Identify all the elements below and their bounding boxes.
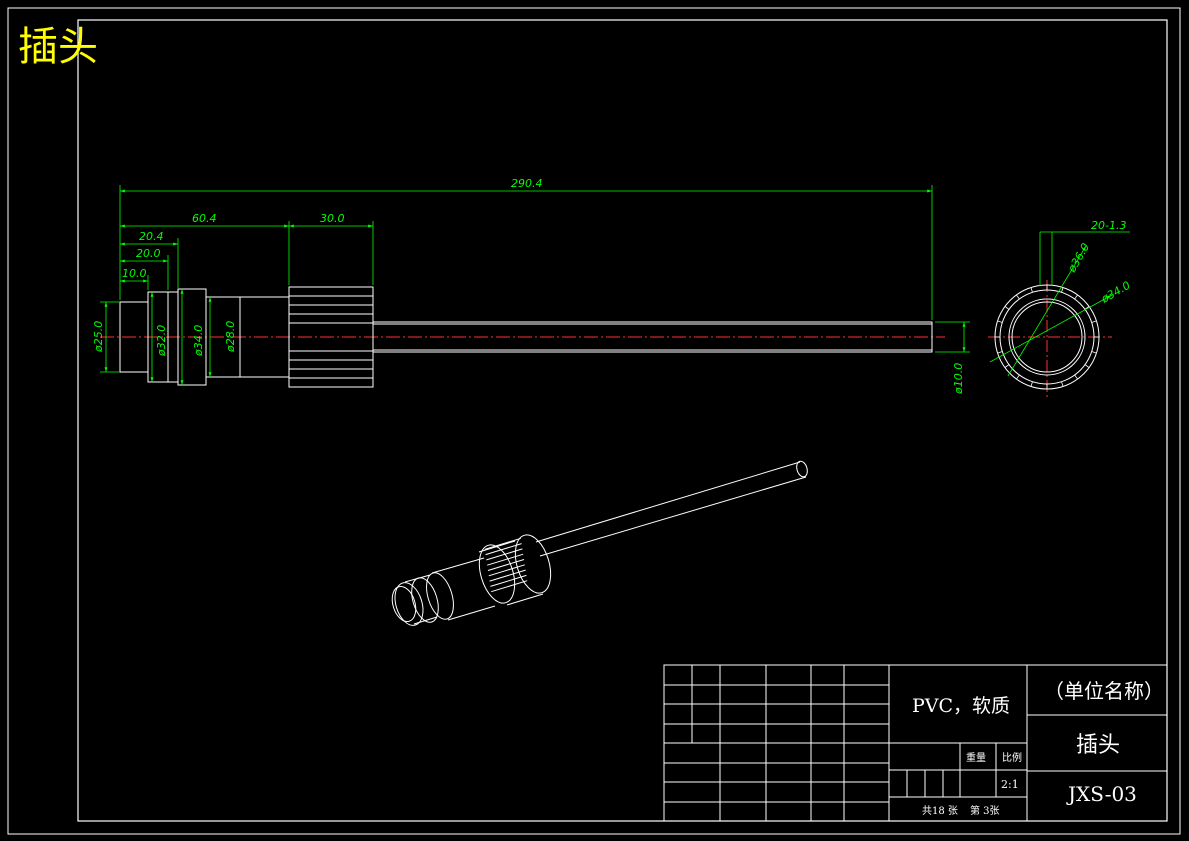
dim-dia-34: ø34.0 [192, 325, 205, 357]
dim-length-10: 10.0 [122, 267, 147, 280]
tb-drawing-no: JXS-03 [1066, 782, 1137, 806]
title-block-labels: PVC，软质 （单位名称） 插头 重量 比例 2:1 共18 张 第 3张 JX… [912, 679, 1164, 817]
dim-dia-28: ø28.0 [224, 321, 237, 353]
dim-overall-length: 290.4 [511, 177, 543, 190]
tb-sheets: 共18 张 [922, 805, 958, 817]
front-view [100, 286, 945, 388]
side-view [988, 280, 1112, 397]
side-tooth [1004, 364, 1010, 368]
side-tooth [1074, 374, 1078, 380]
dim-length-20: 20.0 [136, 247, 161, 260]
side-tooth [1091, 320, 1097, 323]
dim-length-20-4: 20.4 [139, 230, 164, 243]
dim-length-30: 30.0 [320, 212, 345, 225]
knurl-ridge [485, 543, 522, 556]
knurl-ridge [491, 580, 528, 593]
side-tooth [1016, 294, 1020, 300]
knurl-ridge [490, 574, 527, 587]
dim-dia-10: ø10.0 [952, 363, 965, 395]
side-inner-circle [1008, 298, 1086, 376]
knurl-ridge [488, 564, 525, 577]
side-teeth [995, 285, 1099, 389]
tb-quantity-label: 重量 [966, 751, 986, 764]
knurl-ridge [487, 553, 524, 566]
side-dimensions [989, 231, 1130, 377]
drawing-title: 插头 [18, 24, 98, 70]
tb-scale-label: 比例 [1002, 751, 1022, 764]
isometric-view [391, 460, 808, 626]
side-tooth [997, 351, 1003, 354]
dim-side-dia-34: ø34.0 [1098, 279, 1132, 306]
dim-side-dia-36: ø36.0 [1065, 241, 1092, 275]
tb-sheet-no: 第 3张 [970, 804, 1000, 817]
knurl-ridge [489, 569, 526, 582]
side-tooth [1061, 287, 1064, 293]
side-tooth [1074, 294, 1078, 300]
tb-part-name: 插头 [1076, 733, 1120, 758]
tb-material: PVC，软质 [912, 695, 1010, 717]
dim-dia-32: ø32.0 [155, 325, 168, 357]
front-dimensions [100, 185, 970, 385]
tube-10 [372, 321, 933, 353]
side-tooth [1084, 306, 1090, 310]
tb-scale: 2:1 [1001, 778, 1019, 791]
title-block [663, 664, 1168, 822]
side-tooth [997, 320, 1003, 323]
dim-side-teeth: 20-1.3 [1091, 219, 1126, 232]
side-tooth [1016, 374, 1020, 380]
dim-length-60: 60.4 [192, 212, 217, 225]
dim-dia-25: ø25.0 [92, 321, 105, 353]
side-tooth [1061, 381, 1064, 387]
tb-company: （单位名称） [1044, 679, 1164, 703]
side-tooth [1004, 306, 1010, 310]
front-dimension-labels: 290.4 60.4 30.0 20.4 20.0 10.0 ø25.0 ø32… [92, 177, 965, 395]
side-tooth [1091, 351, 1097, 354]
sheet-outer-border [7, 7, 1181, 835]
side-tooth [1084, 364, 1090, 368]
side-tooth [1030, 381, 1033, 387]
knurl-ridge [484, 537, 521, 550]
sheet-inner-border [77, 19, 1168, 822]
knurl-ridge [487, 559, 525, 571]
side-tooth [1030, 287, 1033, 293]
knurl-ridge [486, 548, 523, 561]
